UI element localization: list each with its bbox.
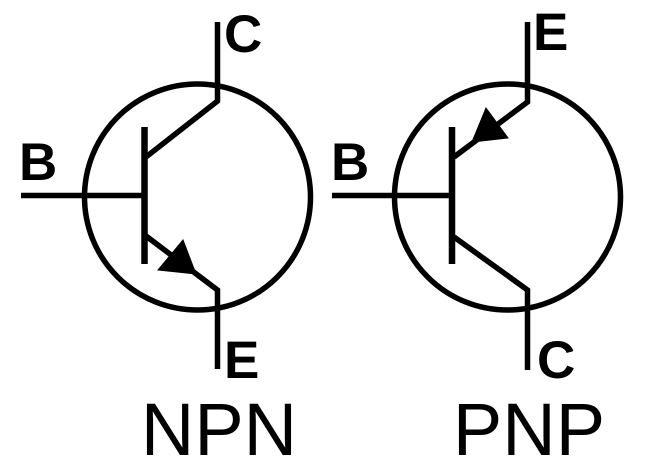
npn-emitter-label: E (224, 331, 259, 390)
npn-base-label: B (19, 133, 57, 192)
pnp-emitter-arrow-icon (471, 106, 509, 143)
npn-collector-label: C (224, 5, 262, 64)
npn-emitter-lead (144, 233, 221, 369)
pnp-caption: PNP (453, 388, 605, 460)
npn-collector-lead (144, 22, 221, 160)
pnp-emitter-label: E (533, 3, 568, 62)
npn-caption: NPN (141, 388, 297, 460)
pnp-collector-lead (452, 234, 531, 370)
pnp-transistor-symbol-icon: B E C PNP (331, 3, 624, 460)
npn-transistor-symbol-icon: B C E NPN (19, 5, 314, 460)
pnp-base-label: B (331, 133, 369, 192)
npn-emitter-arrow-icon (157, 239, 197, 275)
pnp-collector-label: C (537, 331, 575, 390)
